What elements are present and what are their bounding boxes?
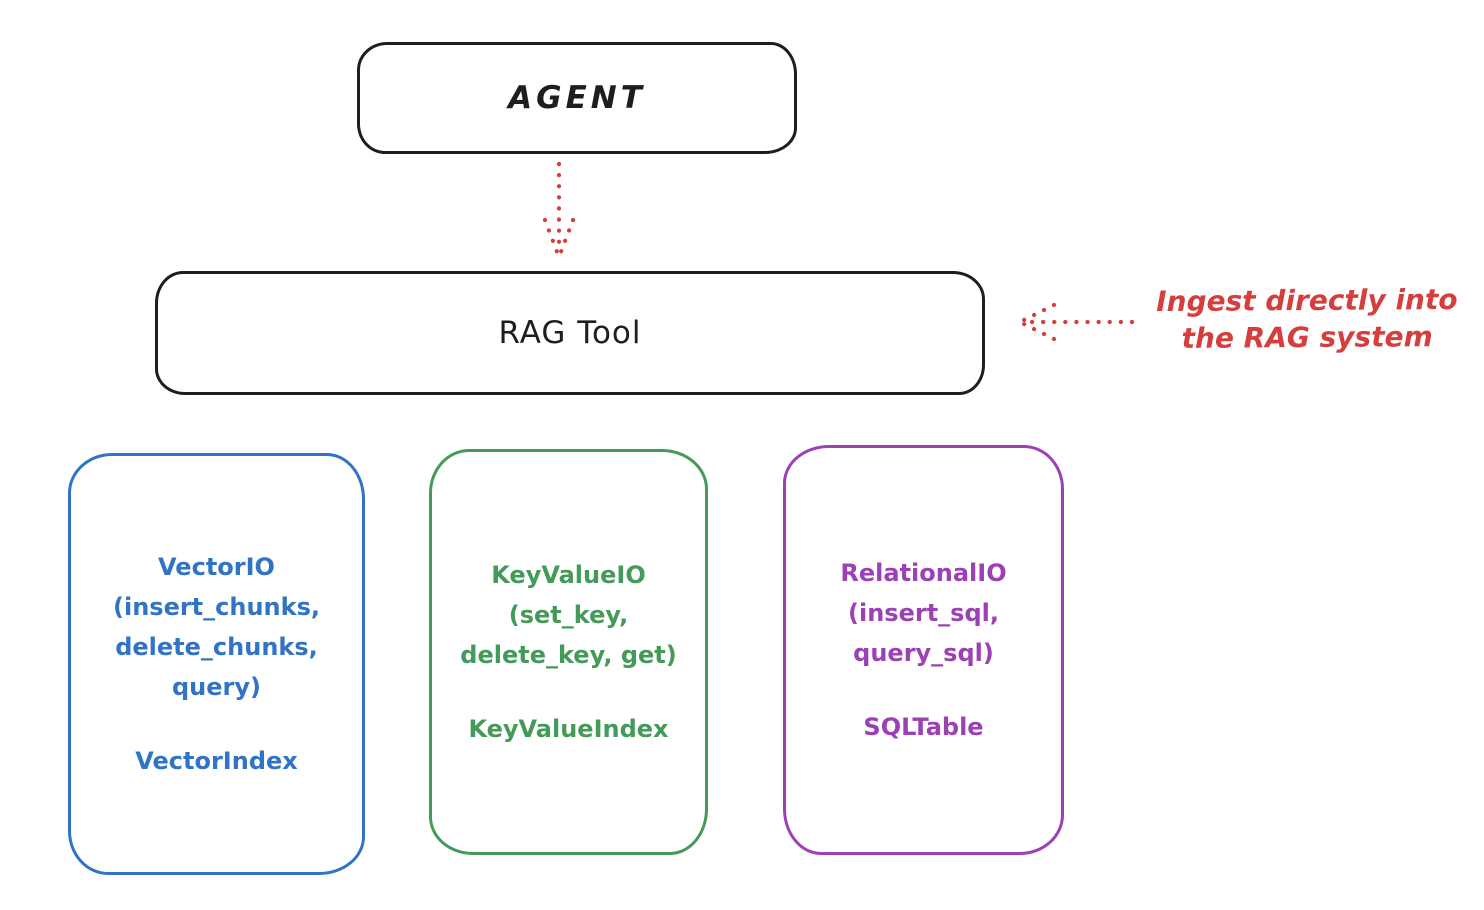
arrow-agent-to-rag-tool [542,161,576,260]
node-agent: AGENT [357,42,797,154]
card-vector-io-footer: VectorIndex [135,747,298,775]
card-vector-io: VectorIO (insert_chunks, delete_chunks, … [68,453,365,875]
arrowhead-bottom-stroke [1017,319,1057,342]
arrowhead-left-stroke [542,217,562,260]
card-relational-io-title: RelationalIO [840,559,1007,587]
card-vector-io-line: query) [172,673,261,701]
card-relational-io-footer: SQLTable [863,713,984,741]
card-keyvalue-io-title: KeyValueIO [491,561,646,589]
arrow-annotation-to-rag-tool [1017,302,1135,342]
node-agent-label: AGENT [508,80,646,116]
card-keyvalue-io-line: (set_key, [508,601,629,629]
card-relational-io-line: (insert_sql, [848,599,999,627]
node-rag-tool: RAG Tool [155,271,985,395]
card-vector-io-title: VectorIO [158,553,275,581]
arrowhead-top-stroke [1017,302,1057,325]
annotation-line-1: Ingest directly into [1156,282,1458,319]
arrowhead-right-stroke [556,217,576,260]
card-keyvalue-io-footer: KeyValueIndex [468,715,669,743]
node-rag-tool-label: RAG Tool [498,315,642,351]
card-keyvalue-io: KeyValueIO (set_key, delete_key, get) Ke… [429,449,708,855]
annotation-text: Ingest directly into the RAG system [1140,281,1475,357]
card-vector-io-line: delete_chunks, [115,633,318,661]
card-vector-io-line: (insert_chunks, [113,593,320,621]
annotation-line-2: the RAG system [1181,320,1433,355]
card-relational-io: RelationalIO (insert_sql, query_sql) SQL… [783,445,1064,855]
card-keyvalue-io-line: delete_key, get) [460,641,677,669]
card-relational-io-line: query_sql) [853,639,994,667]
